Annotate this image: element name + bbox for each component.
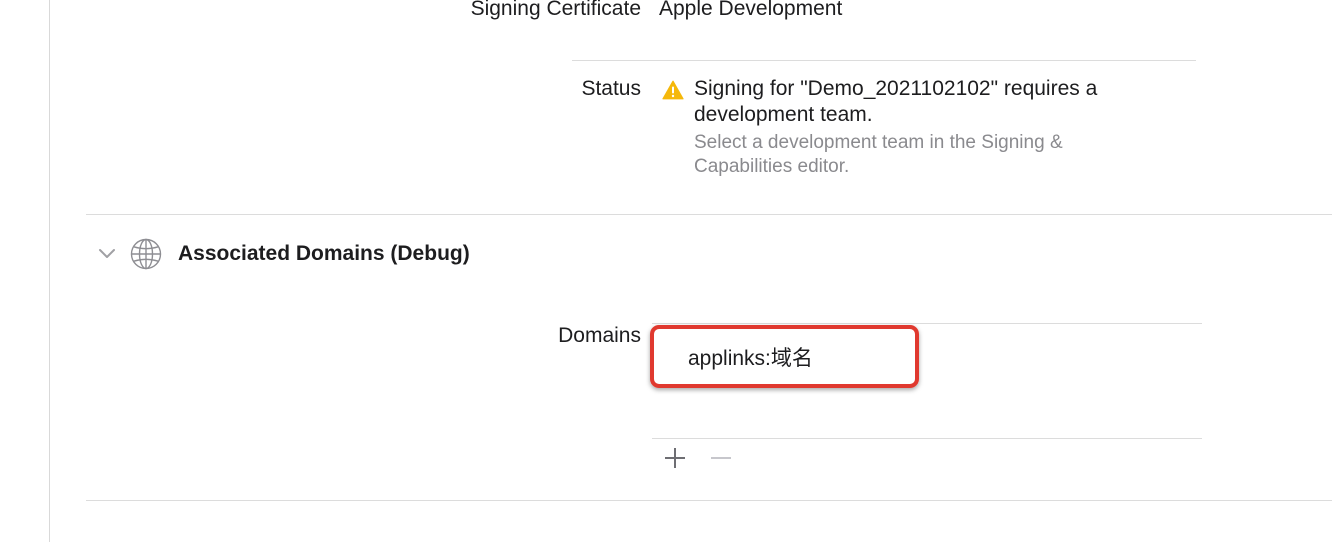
domains-table-top-border xyxy=(652,323,1202,324)
remove-domain-button[interactable] xyxy=(706,443,736,473)
signing-certificate-value: Apple Development xyxy=(659,0,843,20)
annotation-highlight xyxy=(650,325,919,388)
warning-icon xyxy=(662,80,684,100)
signing-certificate-label: Signing Certificate xyxy=(470,0,641,20)
domains-table-bottom-border xyxy=(652,438,1202,439)
status-message: Signing for "Demo_2021102102" requires a… xyxy=(694,77,1098,126)
chevron-down-icon[interactable] xyxy=(96,244,118,264)
domains-label: Domains xyxy=(558,324,641,347)
sidebar-divider xyxy=(49,0,50,542)
associated-domains-header[interactable]: Associated Domains (Debug) xyxy=(96,236,556,272)
row-divider xyxy=(572,60,1196,61)
section-divider xyxy=(86,214,1332,215)
domain-list-item[interactable]: applinks:域名 xyxy=(652,324,1202,394)
minus-icon xyxy=(711,457,731,459)
add-domain-button[interactable] xyxy=(660,443,690,473)
status-hint: Select a development team in the Signing… xyxy=(694,132,1063,177)
section-divider-bottom xyxy=(86,500,1332,501)
domain-entry[interactable]: applinks:域名 xyxy=(688,347,813,370)
section-title: Associated Domains (Debug) xyxy=(178,242,470,265)
status-label: Status xyxy=(581,77,641,100)
globe-icon xyxy=(130,238,162,270)
plus-icon xyxy=(665,448,685,468)
